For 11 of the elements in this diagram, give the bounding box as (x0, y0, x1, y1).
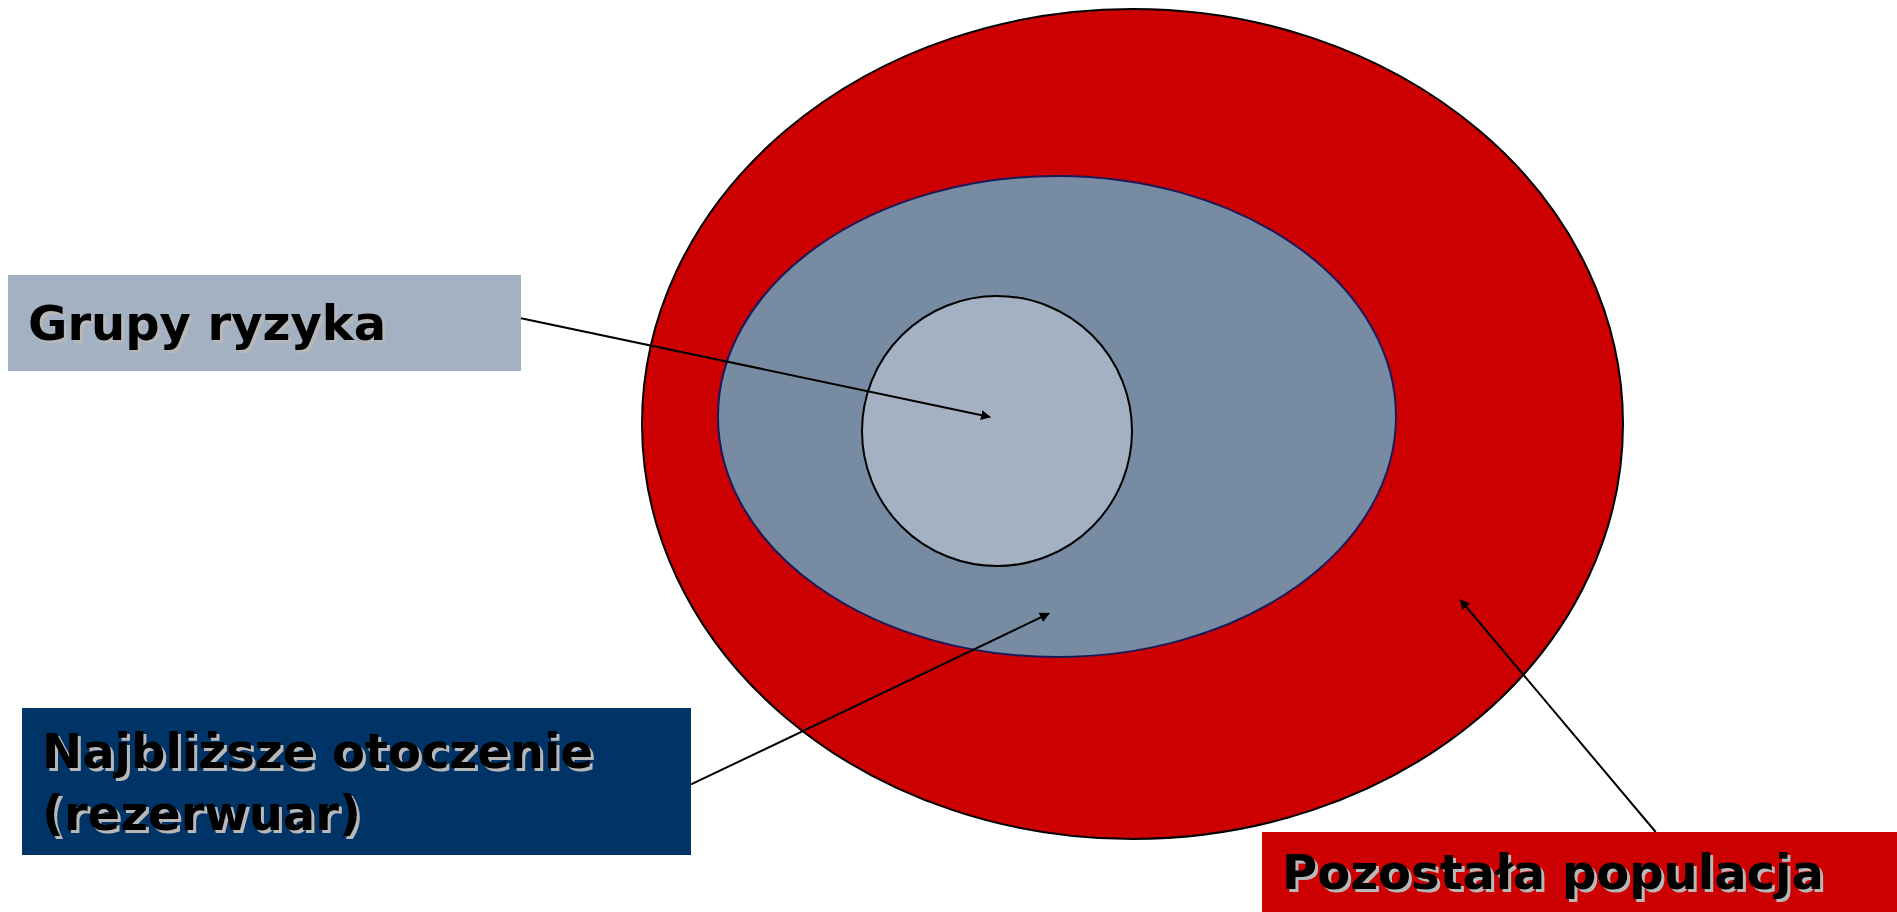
label-text: Grupy ryzyka (28, 294, 388, 353)
label-box (22, 708, 691, 855)
label-box (8, 275, 521, 371)
outer-ellipse (641, 8, 1624, 840)
label-text: Pozostała populacja (1282, 843, 1825, 902)
label-text: Najbliższe otoczenie (rezerwuar) (42, 721, 594, 843)
label-box (1262, 832, 1897, 912)
leader-arrow (1459, 599, 1657, 833)
middle-ellipse (717, 175, 1397, 658)
leader-arrow (520, 317, 991, 421)
leader-arrow (690, 612, 1050, 786)
